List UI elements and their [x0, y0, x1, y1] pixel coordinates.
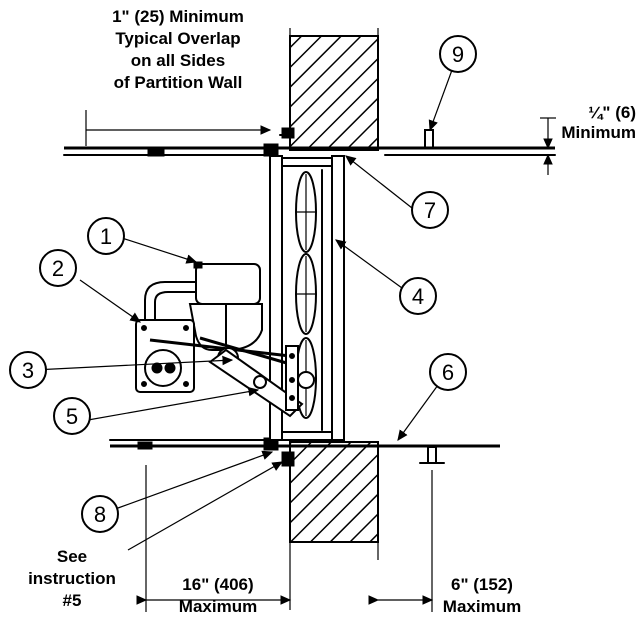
damper-blade — [295, 253, 317, 335]
svg-text:Minimum: Minimum — [561, 123, 636, 142]
damper-blade — [295, 171, 317, 253]
damper-sleeve — [269, 155, 345, 441]
overlap-note: 1" (25) Minimum Typical Overlap on all S… — [112, 7, 244, 92]
svg-text:7: 7 — [424, 198, 436, 223]
callout-2: 2 — [39, 249, 77, 287]
actuator-assembly — [135, 261, 315, 418]
overlap-dimension — [85, 110, 272, 146]
callout-3: 3 — [9, 351, 47, 389]
leader-lines — [33, 69, 453, 551]
svg-text:6: 6 — [442, 360, 454, 385]
svg-text:6" (152): 6" (152) — [451, 575, 513, 594]
callout-9: 9 — [439, 35, 477, 73]
dimension-quarter-in — [540, 117, 556, 175]
svg-text:Maximum: Maximum — [443, 597, 521, 616]
svg-text:See: See — [57, 547, 87, 566]
callout-4: 4 — [399, 277, 437, 315]
partition-wall — [289, 28, 379, 610]
callout-1: 1 — [87, 217, 125, 255]
svg-text:Maximum: Maximum — [179, 597, 257, 616]
damper-blades — [295, 169, 323, 431]
quarter-inch-note: ¼" (6) Minimum — [561, 103, 636, 142]
svg-text:on all Sides: on all Sides — [131, 51, 225, 70]
svg-text:instruction: instruction — [28, 569, 116, 588]
dimension-6-in — [368, 470, 434, 612]
svg-text:¼" (6): ¼" (6) — [588, 103, 636, 122]
svg-text:5: 5 — [66, 404, 78, 429]
see-instruction-note: See instruction #5 — [28, 547, 116, 610]
callout-8: 8 — [81, 495, 119, 533]
svg-text:2: 2 — [52, 256, 64, 281]
callout-6: 6 — [429, 353, 467, 391]
dimension-16-in — [136, 465, 292, 612]
svg-text:4: 4 — [412, 284, 424, 309]
callout-5: 5 — [53, 397, 91, 435]
dimension-16-label: 16" (406) Maximum — [179, 575, 257, 616]
callout-7: 7 — [411, 191, 449, 229]
svg-text:9: 9 — [452, 42, 464, 67]
svg-text:1" (25) Minimum: 1" (25) Minimum — [112, 7, 244, 26]
svg-text:1: 1 — [100, 224, 112, 249]
top-retaining-angle — [63, 127, 556, 157]
dimension-6-label: 6" (152) Maximum — [443, 575, 521, 616]
svg-text:3: 3 — [22, 358, 34, 383]
svg-text:Typical Overlap: Typical Overlap — [115, 29, 240, 48]
svg-text:of Partition Wall: of Partition Wall — [114, 73, 243, 92]
svg-text:#5: #5 — [63, 591, 82, 610]
svg-text:8: 8 — [94, 502, 106, 527]
svg-text:16" (406): 16" (406) — [182, 575, 253, 594]
